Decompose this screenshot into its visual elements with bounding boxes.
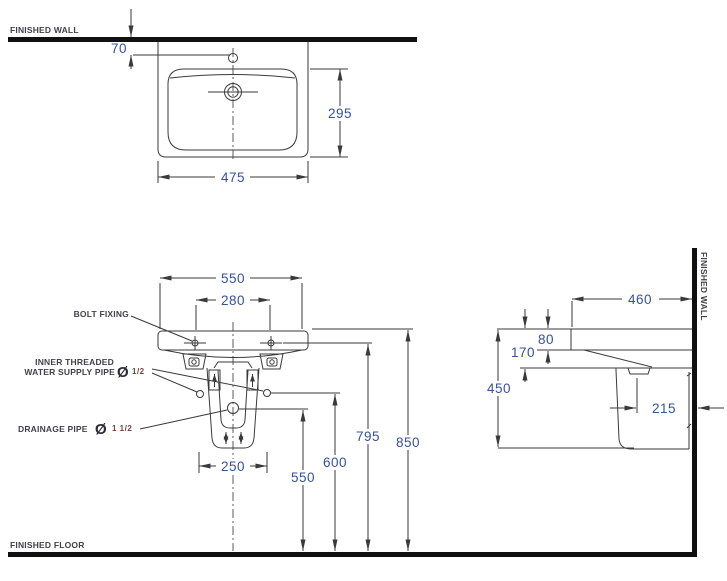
dim-overall-width: 550	[221, 271, 245, 286]
dim-bolt-height: 795	[356, 429, 380, 444]
basin-bowl-outline	[167, 68, 298, 151]
annotations: FINISHED WALL FINISHED FLOOR FINISHED WA…	[10, 25, 709, 550]
bolt-fixing-label: BOLT FIXING	[74, 309, 130, 319]
pedestal-back-tick-1	[686, 372, 692, 377]
drain-recess	[627, 367, 651, 375]
drain-pipe-outlet	[227, 402, 239, 414]
dim-wall-to-tap: 70	[111, 41, 127, 56]
dim-supply-height: 600	[323, 455, 347, 470]
dim-rim-thickness: 80	[538, 332, 554, 347]
water-supply-pipes	[208, 369, 259, 391]
bowl-underside-slant	[583, 349, 653, 368]
pedestal-side-outline	[615, 368, 689, 450]
bolt-fixing-leader	[130, 315, 193, 342]
finished-floor-line	[8, 552, 697, 557]
finished-floor-label: FINISHED FLOOR	[10, 540, 85, 550]
supply-size-label: 1/2	[132, 367, 145, 376]
finished-wall-line-right	[692, 248, 697, 552]
finished-wall-top-label: FINISHED WALL	[10, 25, 79, 35]
front-view	[130, 271, 425, 551]
dim-rim-height: 850	[396, 435, 420, 450]
dim-rim-to-pedestal: 450	[487, 381, 511, 396]
drainage-leader	[139, 409, 228, 430]
drainage-diameter-icon: Ø	[95, 421, 107, 438]
basin-underside-arc	[163, 349, 303, 358]
drainage-label: DRAINAGE PIPE	[18, 424, 88, 434]
dim-drain-to-wall: 215	[652, 401, 676, 416]
wall-bracket-right	[259, 353, 284, 370]
supply-leader-long	[151, 368, 264, 392]
dim-apron-depth: 170	[511, 345, 535, 360]
dim-bowl-width: 475	[221, 170, 245, 185]
basin-front-body	[157, 330, 309, 351]
height-adjust-arrows	[223, 432, 244, 444]
dim-depth-from-wall: 460	[628, 292, 652, 307]
supply-connection-left	[196, 390, 204, 398]
drainage-size-label: 1 1/2	[112, 424, 132, 433]
finished-wall-line-top	[8, 37, 417, 42]
dim-tap-centers: 280	[221, 293, 245, 308]
supply-leader-short	[151, 372, 198, 393]
pedestal-outer-outline	[206, 367, 260, 449]
dim-drain-height: 550	[291, 470, 315, 485]
side-view	[485, 248, 724, 552]
pedestal-inner-outline	[217, 369, 249, 429]
supply-label-line2: WATER SUPPLY PIPE	[24, 367, 115, 377]
supply-label-line1: INNER THREADED	[35, 357, 114, 367]
bolt-fixing-left	[184, 336, 206, 350]
finished-wall-right-label: FINISHED WALL	[699, 252, 709, 321]
bolt-fixing-right	[260, 336, 282, 350]
top-view	[8, 9, 417, 184]
dim-bowl-depth: 295	[328, 106, 352, 121]
wall-bracket-left	[182, 353, 207, 370]
supply-diameter-icon: Ø	[117, 364, 129, 381]
dim-pedestal-base: 250	[221, 459, 245, 474]
bowl-rim-inner-edge	[169, 74, 296, 79]
pedestal-top-edge	[213, 361, 253, 369]
supply-connection-right	[263, 389, 271, 397]
pedestal-back-tick-2	[686, 423, 692, 429]
